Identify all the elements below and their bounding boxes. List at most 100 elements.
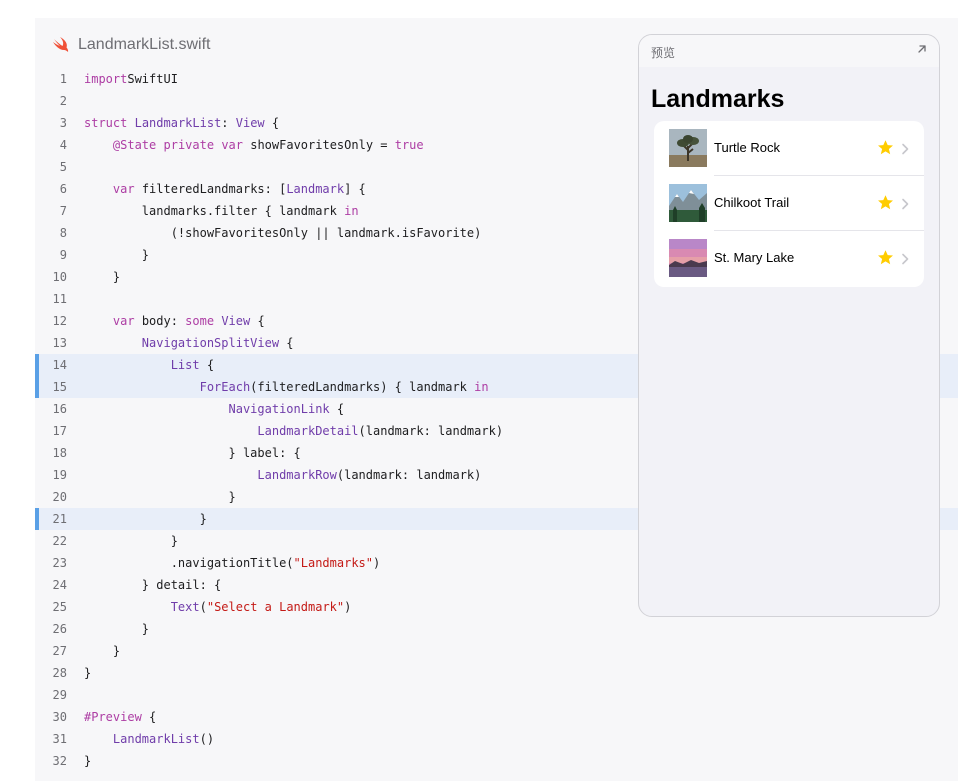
code-token (127, 116, 134, 130)
code-token: (landmark: landmark) (336, 467, 482, 482)
code-token (84, 314, 113, 328)
code-token: { (199, 357, 215, 372)
line-number: 32 (52, 753, 67, 768)
landmark-row[interactable]: Turtle Rock (654, 121, 924, 176)
line-code: } label: { (84, 442, 300, 464)
code-token: showFavoritesOnly = (243, 137, 395, 152)
code-token: } (84, 621, 150, 636)
line-number: 3 (59, 115, 67, 130)
row-separator (714, 175, 924, 176)
code-line[interactable]: 5 (35, 156, 958, 178)
code-line[interactable]: 10 } (35, 266, 958, 288)
line-code: #Preview { (84, 706, 156, 728)
code-token: SwiftUI (127, 71, 178, 86)
code-line[interactable]: 27 } (35, 640, 958, 662)
line-code: landmarks.filter { landmark in (84, 200, 359, 222)
landmark-thumbnail (669, 239, 707, 277)
code-token: } (84, 753, 92, 768)
line-number: 25 (52, 599, 67, 614)
code-line[interactable]: 19 LandmarkRow(landmark: landmark) (35, 464, 958, 486)
code-token: NavigationLink (228, 401, 330, 416)
code-line[interactable]: 22 } (35, 530, 958, 552)
code-line[interactable]: 20 } (35, 486, 958, 508)
code-token: .navigationTitle( (84, 555, 294, 570)
line-number: 18 (52, 445, 67, 460)
line-number: 2 (59, 93, 67, 108)
code-token: true (394, 137, 424, 152)
code-token: struct (84, 115, 128, 130)
code-token: ) (344, 599, 352, 614)
code-line[interactable]: 17 LandmarkDetail(landmark: landmark) (35, 420, 958, 442)
code-line[interactable]: 2 (35, 90, 958, 112)
code-token: import (84, 71, 128, 86)
line-number: 31 (52, 731, 67, 746)
landmark-row[interactable]: St. Mary Lake (654, 231, 924, 286)
code-token: { (141, 709, 157, 724)
line-number: 14 (52, 357, 67, 372)
code-line[interactable]: 28} (35, 662, 958, 684)
code-line[interactable]: 7 landmarks.filter { landmark in (35, 200, 958, 222)
code-line[interactable]: 26 } (35, 618, 958, 640)
code-token: LandmarkList (134, 115, 222, 130)
code-line[interactable]: 30#Preview { (35, 706, 958, 728)
code-token (84, 468, 257, 482)
code-line[interactable]: 23 .navigationTitle("Landmarks") (35, 552, 958, 574)
code-token: ForEach (199, 379, 251, 394)
code-token: } (84, 665, 92, 680)
star-icon (877, 249, 894, 266)
code-token: (landmark: landmark) (358, 423, 504, 438)
line-code: } (84, 618, 149, 640)
line-code: ForEach(filteredLandmarks) { landmark in (84, 376, 489, 398)
code-token: View (235, 115, 265, 130)
code-token: View (221, 313, 251, 328)
code-token (84, 402, 229, 416)
landmark-thumbnail (669, 184, 707, 222)
code-line[interactable]: 18 } label: { (35, 442, 958, 464)
code-token: #Preview (84, 709, 142, 724)
code-line[interactable]: 25 Text("Select a Landmark") (35, 596, 958, 618)
preview-header: 预览 (639, 35, 939, 67)
code-token (84, 358, 171, 372)
code-token: Landmark (286, 181, 345, 196)
code-token: ) (373, 555, 381, 570)
arrow-up-right-icon[interactable] (915, 42, 929, 56)
code-token: LandmarkDetail (257, 423, 359, 438)
line-number: 23 (52, 555, 67, 570)
line-number: 21 (52, 511, 67, 526)
line-number: 28 (52, 665, 67, 680)
code-line[interactable]: 9 } (35, 244, 958, 266)
code-token: in (344, 203, 359, 218)
line-number: 10 (52, 269, 67, 284)
code-token (84, 600, 171, 614)
landmark-row[interactable]: Chilkoot Trail (654, 176, 924, 231)
line-number: 16 (52, 401, 67, 416)
line-code: } (84, 486, 235, 508)
code-line[interactable]: 24 } detail: { (35, 574, 958, 596)
code-line[interactable]: 11 (35, 288, 958, 310)
code-line[interactable]: 32} (35, 750, 958, 772)
line-code: (!showFavoritesOnly || landmark.isFavori… (84, 222, 482, 244)
code-line[interactable]: 12 var body: some View { (35, 310, 958, 332)
code-token: { (329, 401, 345, 416)
line-code: var body: some View { (84, 310, 265, 332)
navigation-title: Landmarks (651, 85, 785, 113)
code-line[interactable]: 13 NavigationSplitView { (35, 332, 958, 354)
code-line[interactable]: 31 LandmarkList() (35, 728, 958, 750)
code-line[interactable]: 29 (35, 684, 958, 706)
line-number: 19 (52, 467, 67, 482)
line-code: } detail: { (84, 574, 221, 596)
chevron-right-icon (901, 252, 909, 265)
code-line[interactable]: 16 NavigationLink { (35, 398, 958, 420)
landmark-name: Chilkoot Trail (714, 195, 790, 210)
line-code: } (84, 530, 178, 552)
code-line[interactable]: 4 @State private var showFavoritesOnly =… (35, 134, 958, 156)
star-icon (877, 139, 894, 156)
swift-icon (53, 37, 69, 52)
preview-label: 预览 (651, 46, 676, 60)
line-number: 9 (59, 247, 67, 262)
code-line[interactable]: 6 var filteredLandmarks: [Landmark] { (35, 178, 958, 200)
code-token: () (199, 731, 215, 746)
code-line[interactable]: 8 (!showFavoritesOnly || landmark.isFavo… (35, 222, 958, 244)
